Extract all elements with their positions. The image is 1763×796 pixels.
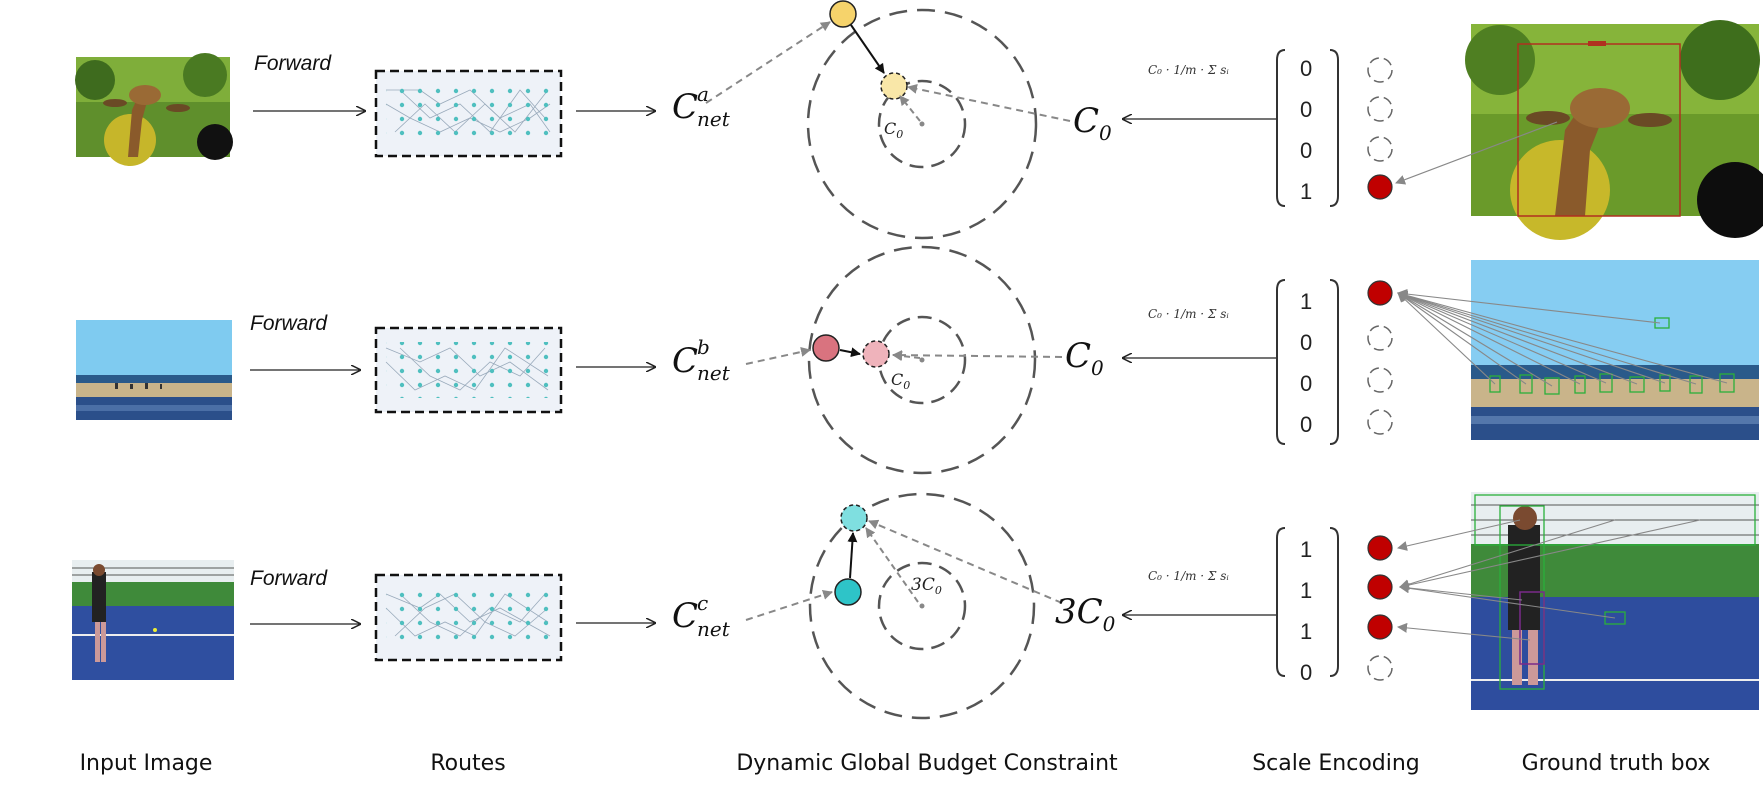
vec-value: 0 xyxy=(1300,330,1312,355)
scale-inactive-dot xyxy=(1367,367,1393,393)
svg-text:net: net xyxy=(697,361,731,385)
gt-image-giraffe xyxy=(1465,20,1763,240)
scale-dots-3 xyxy=(1367,535,1393,681)
budget-circles-3: 3C0 xyxy=(808,492,1036,720)
budget-point xyxy=(829,0,857,28)
scale-inactive-dot xyxy=(1367,136,1393,162)
svg-text:b: b xyxy=(697,335,710,359)
vec-value: 0 xyxy=(1300,412,1312,437)
gt-image-beach xyxy=(1471,260,1759,440)
budget-circles-1: C0 xyxy=(806,8,1038,240)
caption-ground-truth: Ground truth box xyxy=(1522,751,1711,776)
forward-label: Forward xyxy=(250,312,328,335)
vec-value: 1 xyxy=(1300,578,1312,603)
budget-label-1: C0 xyxy=(1073,101,1112,145)
vec-value: 1 xyxy=(1300,289,1312,314)
vec-value: 0 xyxy=(1300,56,1312,81)
budget-to-target-arrow xyxy=(892,350,1063,361)
center-label-1: C0 xyxy=(884,119,903,141)
cnet-to-budget-arrow xyxy=(745,590,833,621)
svg-text:c: c xyxy=(697,591,708,615)
budget-to-target-arrow xyxy=(907,83,1071,122)
svg-text:net: net xyxy=(697,617,731,641)
forward-label: Forward xyxy=(250,567,328,590)
cnet-to-budget-arrow xyxy=(745,347,811,365)
budget-label-3: 3C0 xyxy=(1055,592,1116,636)
scale-vector-3: 1 1 1 0 xyxy=(1276,527,1339,685)
input-image-tennis xyxy=(72,560,234,680)
scale-active-dot xyxy=(1367,574,1393,600)
gt-to-scale-arrow xyxy=(1395,121,1558,185)
svg-text:C: C xyxy=(672,87,698,127)
center-label-2: C0 xyxy=(891,370,910,392)
budget-point xyxy=(812,334,840,362)
caption-scale-encoding: Scale Encoding xyxy=(1252,751,1420,776)
routes-box xyxy=(374,326,563,414)
formula-2: C₀ · 1/m · Σ sᵢ xyxy=(1148,307,1229,321)
svg-text:a: a xyxy=(697,82,709,106)
row-2: Forward C b net C0 xyxy=(76,245,1759,475)
scale-inactive-dot xyxy=(1367,57,1393,83)
forward-label: Forward xyxy=(254,52,332,75)
budget-to-target-arrow xyxy=(868,519,1063,604)
adjust-arrow xyxy=(850,24,885,74)
svg-text:C: C xyxy=(672,341,698,381)
caption-routes: Routes xyxy=(430,751,505,776)
budget-point xyxy=(834,578,862,606)
budget-circles-2: C0 xyxy=(807,245,1037,475)
vec-value: 0 xyxy=(1300,371,1312,396)
formula-3: C₀ · 1/m · Σ sᵢ xyxy=(1148,569,1229,583)
vec-value: 1 xyxy=(1300,537,1312,562)
svg-text:C: C xyxy=(672,596,698,636)
input-image-beach xyxy=(76,320,232,420)
scale-active-dot xyxy=(1367,280,1393,306)
scale-inactive-dot xyxy=(1367,325,1393,351)
cnet-c-label: C c net xyxy=(672,591,731,641)
budget-label-2: C0 xyxy=(1065,336,1104,380)
target-point xyxy=(840,504,868,532)
center-arrow xyxy=(899,95,921,122)
input-image-giraffe xyxy=(75,53,233,166)
center-arrow xyxy=(865,527,919,603)
routes-box xyxy=(374,69,563,158)
cnet-a-label: C a net xyxy=(672,82,731,131)
scale-active-dot xyxy=(1367,535,1393,561)
vec-value: 1 xyxy=(1300,179,1312,204)
gt-to-scale-arrows xyxy=(1397,289,1728,387)
scale-inactive-dot xyxy=(1367,96,1393,122)
adjust-arrow xyxy=(839,347,861,358)
cnet-to-budget-arrow xyxy=(705,21,831,104)
target-point xyxy=(862,340,890,368)
center-label-3: 3C0 xyxy=(911,575,942,597)
scale-inactive-dot xyxy=(1367,409,1393,435)
formula-1: C₀ · 1/m · Σ sᵢ xyxy=(1148,63,1229,77)
cnet-b-label: C b net xyxy=(672,335,731,385)
svg-text:net: net xyxy=(697,107,731,131)
scale-active-dot xyxy=(1367,614,1393,640)
gt-to-scale-arrows xyxy=(1397,519,1701,641)
scale-vector-2: 1 0 0 0 xyxy=(1276,279,1339,445)
row-1: Forward C a net C0 xyxy=(75,0,1763,240)
row-3: Forward C c net 3C0 xyxy=(72,492,1759,720)
adjust-arrow xyxy=(847,532,858,579)
scale-dots-1 xyxy=(1367,57,1393,200)
vec-value: 0 xyxy=(1300,97,1312,122)
scale-active-dot xyxy=(1367,174,1393,200)
gt-image-tennis xyxy=(1471,492,1759,710)
target-point xyxy=(880,72,908,100)
scale-vector-1: 0 0 0 1 xyxy=(1276,49,1339,207)
scale-inactive-dot xyxy=(1367,655,1393,681)
scale-dots-2 xyxy=(1367,280,1393,435)
vec-value: 0 xyxy=(1300,660,1312,685)
caption-budget-constraint: Dynamic Global Budget Constraint xyxy=(736,751,1118,776)
caption-input-image: Input Image xyxy=(80,751,213,776)
routes-box xyxy=(374,573,563,662)
vec-value: 0 xyxy=(1300,138,1312,163)
vec-value: 1 xyxy=(1300,619,1312,644)
